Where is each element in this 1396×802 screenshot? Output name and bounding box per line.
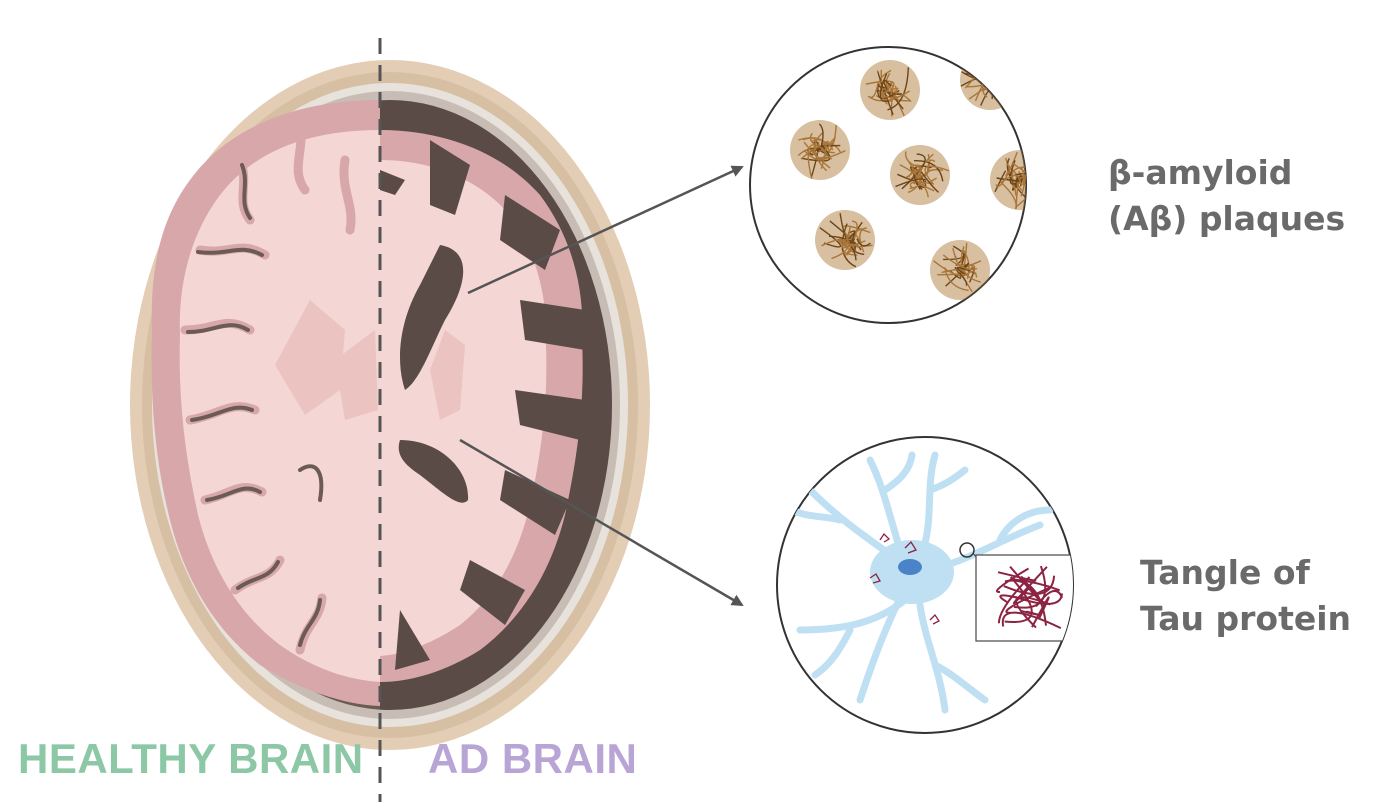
tau-tangle-icon: [976, 555, 1074, 641]
healthy-brain-label: HEALTHY BRAIN: [18, 738, 364, 780]
amyloid-plaque-icon: [750, 47, 1050, 323]
plaque-cluster: [990, 150, 1050, 210]
plaque-cluster: [860, 60, 920, 120]
plaque-cluster: [960, 50, 1020, 110]
tau-callout-line2: Tau protein: [1140, 596, 1351, 642]
plaque-cluster: [790, 120, 850, 180]
neuron-icon: [777, 437, 1074, 733]
tau-callout: Tangle of Tau protein: [1140, 550, 1351, 641]
plaque-cluster: [815, 210, 875, 270]
plaques-callout: β-amyloid (Aβ) plaques: [1108, 150, 1345, 241]
plaque-cluster: [890, 145, 950, 205]
tau-callout-line1: Tangle of: [1140, 550, 1351, 596]
plaques-callout-line2: (Aβ) plaques: [1108, 196, 1345, 242]
plaque-cluster: [930, 240, 990, 300]
ad-brain-label: AD BRAIN: [428, 738, 637, 780]
plaques-callout-line1: β-amyloid: [1108, 150, 1345, 196]
